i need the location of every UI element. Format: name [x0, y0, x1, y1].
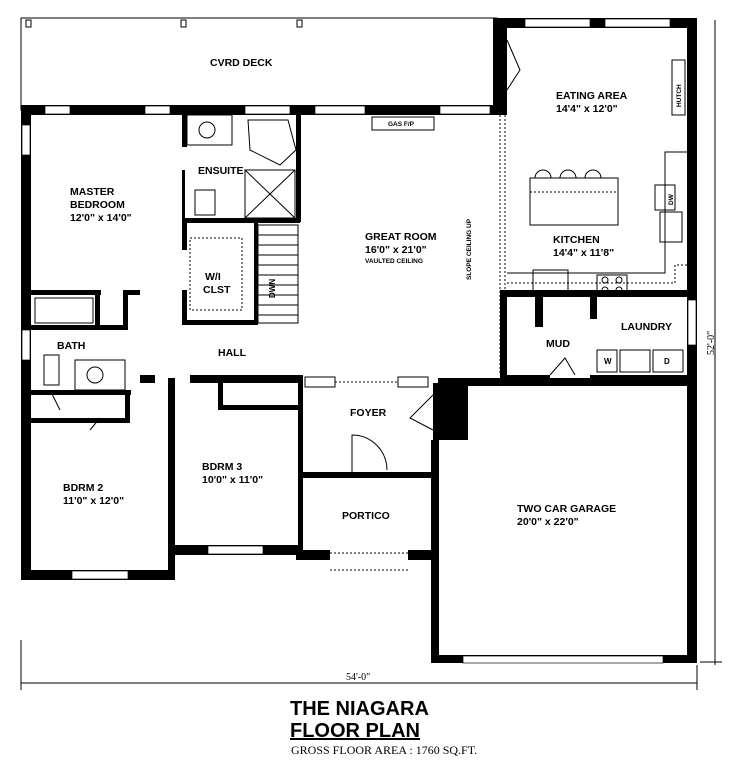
ensuite-label: ENSUITE	[198, 165, 244, 177]
garage-label: TWO CAR GARAGE	[517, 503, 616, 515]
master-bedroom-label-2: BEDROOM	[70, 199, 125, 211]
slope-ceiling-note: SLOPE CEILING UP	[466, 218, 473, 280]
vaulted-ceiling-note: VAULTED CEILING	[365, 258, 423, 265]
laundry-label: LAUNDRY	[621, 321, 672, 333]
stairs	[257, 224, 299, 324]
windows	[21, 18, 697, 664]
garage-size: 20'0" x 22'0"	[517, 516, 579, 528]
hutch-label: HUTCH	[676, 84, 683, 107]
dryer-label: D	[664, 357, 670, 366]
plan-subtitle: FLOOR PLAN	[290, 720, 420, 742]
dishwasher-label: DW	[668, 193, 675, 205]
great-room-label: GREAT ROOM	[365, 231, 437, 243]
fixtures	[34, 39, 687, 571]
washer-label: W	[604, 357, 612, 366]
kitchen-size: 14'4" x 11'8"	[553, 247, 614, 259]
width-dimension: 54'-0"	[346, 672, 370, 683]
bdrm3-size: 10'0" x 11'0"	[202, 474, 263, 486]
master-bedroom-size: 12'0" x 14'0"	[70, 212, 132, 224]
bath-label: BATH	[57, 340, 85, 352]
walk-in-closet-label: W/I	[205, 271, 221, 283]
bdrm2-size: 11'0" x 12'0"	[63, 495, 124, 507]
gas-fireplace-label: GAS F/P	[388, 121, 415, 128]
kitchen-label: KITCHEN	[553, 234, 600, 246]
foyer-label: FOYER	[350, 407, 387, 419]
eating-area-size: 14'4" x 12'0"	[556, 103, 618, 115]
bdrm2-label: BDRM 2	[63, 482, 103, 494]
kitchen-island	[529, 169, 619, 226]
plan-title: THE NIAGARA	[290, 698, 429, 720]
eating-area-label: EATING AREA	[556, 90, 628, 102]
hall-label: HALL	[218, 347, 247, 359]
deck-label: CVRD DECK	[210, 57, 273, 69]
portico-label: PORTICO	[342, 510, 390, 522]
great-room-size: 16'0" x 21'0"	[365, 244, 427, 256]
depth-dimension: 52'-0"	[706, 331, 717, 355]
dimension-lines	[20, 20, 722, 690]
interior-walls	[31, 112, 697, 423]
master-bedroom-label: MASTER	[70, 186, 115, 198]
walk-in-closet-label-2: CLST	[203, 284, 231, 296]
mud-room-label: MUD	[546, 338, 570, 350]
stairs-down-label: DWN	[268, 279, 277, 298]
bdrm3-label: BDRM 3	[202, 461, 242, 473]
plan-title-block: THE NIAGARA FLOOR PLAN	[290, 698, 429, 742]
gross-floor-area: GROSS FLOOR AREA : 1760 SQ.FT.	[291, 743, 478, 757]
